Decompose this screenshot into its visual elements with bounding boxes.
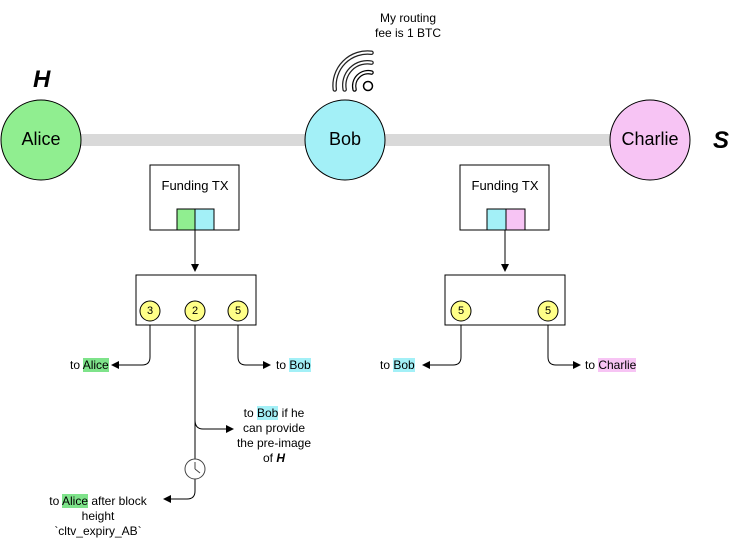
left-funding-bob-share bbox=[194, 208, 215, 231]
hash-letter: H bbox=[33, 66, 51, 93]
alice-node bbox=[0, 99, 82, 181]
left-output-value-1: 3 bbox=[146, 305, 154, 317]
bob-node bbox=[304, 99, 386, 181]
left-output-value-3: 5 bbox=[234, 305, 242, 317]
right-output-coin-2 bbox=[537, 300, 559, 322]
htlc-timeout-label: to Alice after block height `cltv_expiry… bbox=[49, 494, 147, 538]
left-output-coin-1 bbox=[139, 300, 161, 322]
charlie-label: Charlie bbox=[621, 129, 679, 149]
right-funding-charlie-share bbox=[505, 208, 526, 231]
htlc-success-label: to Bob if he can provide the pre-image o… bbox=[236, 406, 312, 465]
channel-bar-bob-charlie bbox=[384, 134, 614, 146]
left-funding-title: Funding TX bbox=[161, 178, 229, 193]
left-to-bob-label: to Bob bbox=[276, 358, 311, 372]
left-funding-alice-share bbox=[176, 208, 196, 231]
right-funding-title: Funding TX bbox=[471, 178, 539, 193]
left-output-coin-2 bbox=[184, 300, 206, 322]
right-to-bob-label: to Bob bbox=[380, 358, 415, 372]
clock-icon bbox=[184, 458, 206, 480]
left-to-alice-label: to Alice bbox=[70, 358, 109, 372]
right-output-value-2: 5 bbox=[544, 305, 552, 317]
right-funding-bob-share bbox=[486, 208, 507, 231]
charlie-node bbox=[609, 99, 691, 181]
bob-label: Bob bbox=[328, 129, 362, 149]
right-output-coin-1 bbox=[450, 300, 472, 322]
channel-bar-alice-bob bbox=[80, 134, 308, 146]
bob-fee-note: My routing fee is 1 BTC bbox=[374, 11, 442, 40]
alice-label: Alice bbox=[21, 129, 61, 149]
secret-letter: S bbox=[713, 127, 730, 154]
left-output-value-2: 2 bbox=[191, 305, 199, 317]
left-output-coin-3 bbox=[227, 300, 249, 322]
right-to-charlie-label: to Charlie bbox=[585, 358, 637, 372]
right-output-value-1: 5 bbox=[457, 305, 465, 317]
